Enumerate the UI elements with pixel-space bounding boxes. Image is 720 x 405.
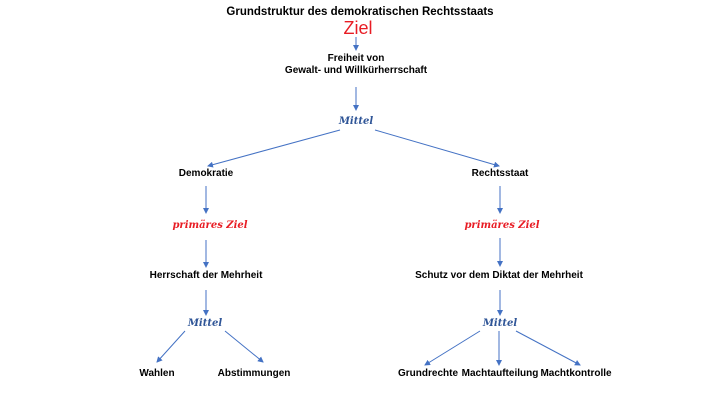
arrow [424,330,481,366]
primary-goal-label-left: primäres Ziel [172,220,248,231]
means-item: Wahlen [139,368,175,379]
means-item: Grundrechte [397,368,459,379]
arrow [224,330,264,363]
means-label-left: Mittel [187,318,223,329]
arrow [156,330,186,363]
diagram-title: Grundstruktur des demokratischen Rechtss… [226,6,494,18]
means-item: Machtkontrolle [540,368,612,379]
means-label-top: Mittel [338,116,374,127]
means-item: Abstimmungen [217,368,291,379]
goal-line1: Freiheit von [327,53,385,64]
primary-goal-label-right: primäres Ziel [464,220,540,231]
pillar-rule-of-law: Rechtsstaat [471,168,529,179]
means-item: Machtaufteilung [461,368,539,379]
arrow [374,129,500,168]
goal-label: Ziel [343,18,373,38]
pillar-democracy: Demokratie [178,168,234,179]
arrow [207,129,341,168]
arrow [515,330,581,366]
goal-line2: Gewalt- und Willkürherrschaft [284,65,428,76]
primary-goal-right: Schutz vor dem Diktat der Mehrheit [415,270,583,281]
primary-goal-left: Herrschaft der Mehrheit [149,270,263,281]
means-label-right: Mittel [482,318,518,329]
